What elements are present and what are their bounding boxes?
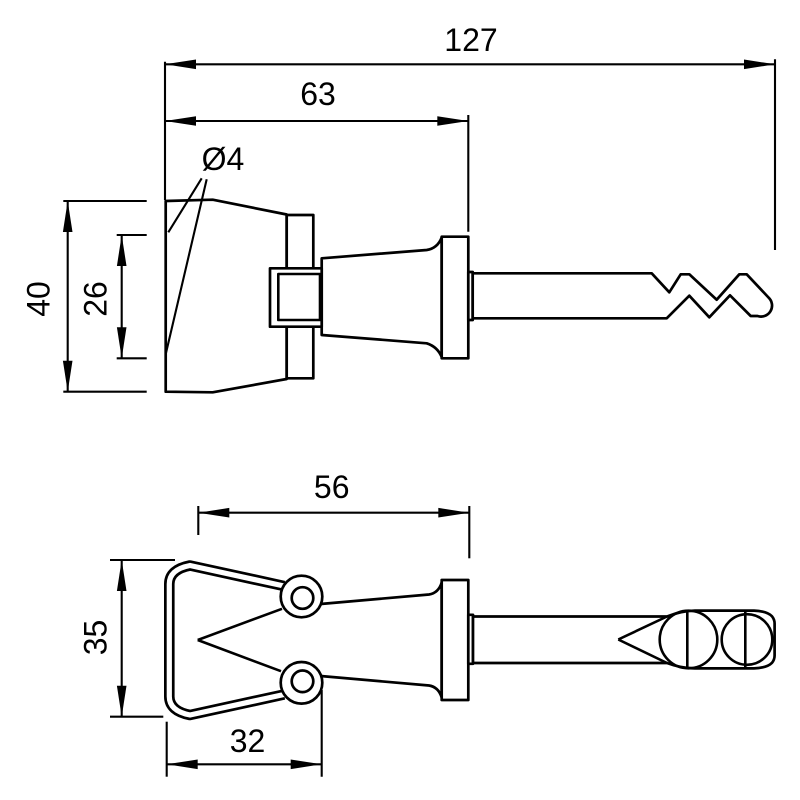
wire-diameter-leader-lines <box>164 177 208 355</box>
dimension-overall-length: 127 <box>163 22 777 250</box>
arrowhead <box>62 201 73 232</box>
arrowhead <box>290 759 322 770</box>
latch-block-inner <box>276 272 322 322</box>
spring-wire-loop-core <box>166 562 285 718</box>
tip-bead-left <box>658 609 719 670</box>
dimension-tip-to-flange: 56 <box>197 469 471 559</box>
dim-label-head-height: 40 <box>20 281 56 317</box>
dim-label-tip-to-flange: 56 <box>314 469 350 505</box>
dim-label-overall-length: 127 <box>444 22 497 58</box>
side-view <box>164 177 774 394</box>
arrowhead <box>116 560 127 591</box>
arrowhead <box>116 235 127 266</box>
arrowhead <box>62 360 73 392</box>
arrowhead <box>198 507 230 518</box>
dim-label-head-to-flange: 63 <box>300 76 336 112</box>
tip-bead-right <box>720 612 774 667</box>
coil-top-inner <box>290 585 315 611</box>
dimension-head-to-flange: 63 <box>165 76 470 232</box>
arrowhead <box>165 116 196 126</box>
dim-label-wire-diameter: Ø4 <box>202 141 245 177</box>
dimensions: 127 63 Ø4 40 26 <box>20 22 777 777</box>
spring-wire-loop-outline <box>164 560 286 721</box>
arrowhead <box>744 59 775 70</box>
probe-shaft-and-blade-tip <box>471 609 776 670</box>
coil-bottom-inner <box>290 669 315 694</box>
dimension-spring-loop-width: 32 <box>165 690 323 777</box>
arrowhead <box>165 59 196 70</box>
arrowhead <box>116 327 127 359</box>
dimension-head-height: 40 <box>20 199 147 393</box>
dimension-jaw-spacing: 26 <box>78 233 147 360</box>
flange-side <box>440 235 470 360</box>
probe-shaft-and-crimp-tip <box>471 271 774 320</box>
arrowhead <box>438 507 470 518</box>
handle-side <box>320 236 444 359</box>
dim-label-jaw-spacing: 26 <box>78 281 114 317</box>
tip-bead-chords <box>686 611 747 668</box>
blade-wedge-lines <box>617 615 668 665</box>
dim-label-spring-loop-width: 32 <box>230 723 266 759</box>
dimension-spring-loop-height: 35 <box>78 558 175 718</box>
clip-head-boot <box>164 198 289 394</box>
handle-plan <box>320 581 444 699</box>
arrowhead <box>166 759 198 770</box>
dim-label-spring-loop-height: 35 <box>78 620 114 656</box>
hook-prong-lines <box>197 607 283 673</box>
plan-view <box>164 560 776 721</box>
arrowhead <box>437 116 469 126</box>
arrowhead <box>116 685 127 717</box>
flange-plan <box>440 578 470 702</box>
